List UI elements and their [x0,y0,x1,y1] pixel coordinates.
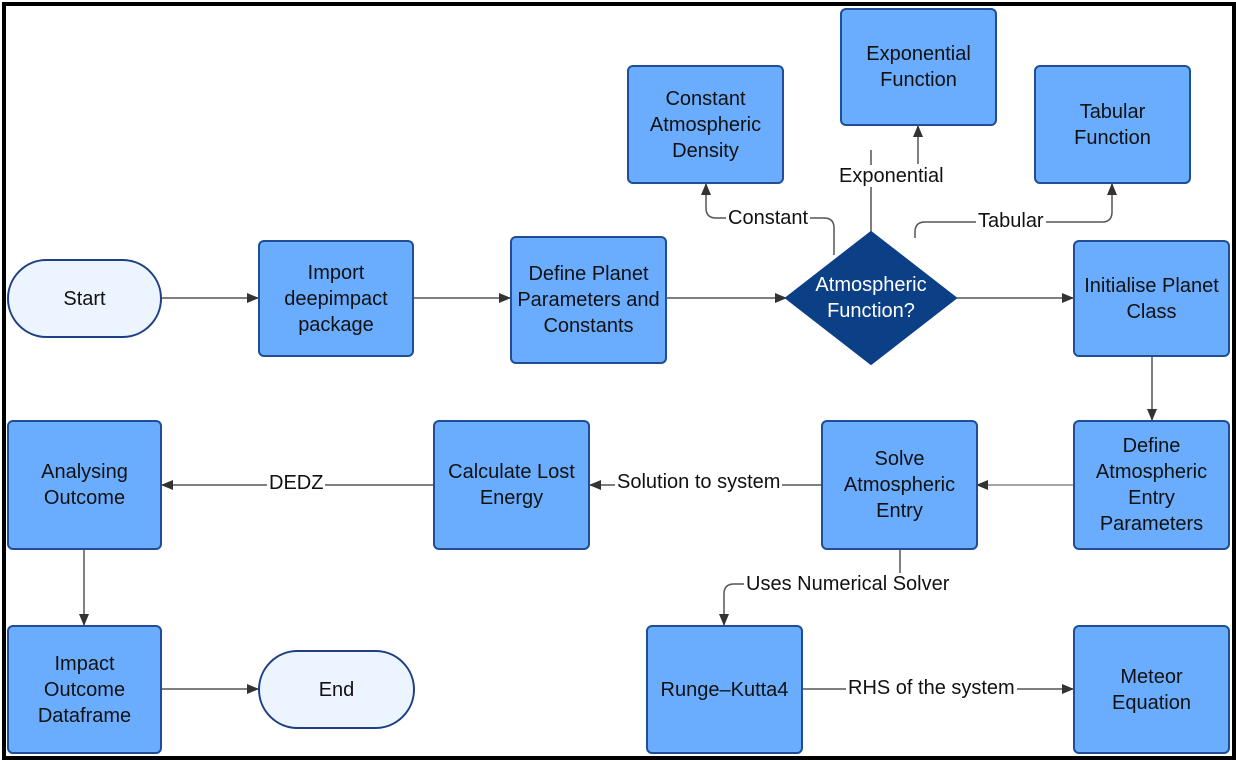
edge-label-constant: Constant [726,207,811,229]
import-package-node: Import deepimpact package [258,240,414,357]
analysing-outcome-node: Analysing Outcome [7,420,162,550]
edge-label-dedz: DEDZ [267,472,326,494]
impact-dataframe-node: Impact Outcome Dataframe [7,625,162,754]
edge-label-numerical-solver: Uses Numerical Solver [744,573,952,595]
solve-entry-node: Solve Atmospheric Entry [821,420,978,550]
end-node: End [258,650,415,729]
exponential-function-node: Exponential Function [840,8,997,126]
tabular-function-node: Tabular Function [1034,65,1191,184]
edge-label-exponential: Exponential [837,165,946,187]
decision-diamond [785,231,957,365]
define-entry-node: Define Atmospheric Entry Parameters [1073,420,1230,550]
runge-kutta-node: Runge–Kutta4 [646,625,803,754]
edge-label-tabular: Tabular [976,210,1046,232]
initialise-planet-node: Initialise Planet Class [1073,240,1230,357]
constant-density-node: Constant Atmospheric Density [627,65,784,184]
define-planet-node: Define Planet Parameters and Constants [510,236,667,364]
meteor-equation-node: Meteor Equation [1073,625,1230,754]
lost-energy-node: Calculate Lost Energy [433,420,590,550]
edge-label-solution: Solution to system [615,471,783,493]
edge-label-rhs: RHS of the system [846,677,1017,699]
atmospheric-function-decision: Atmospheric Function? [815,274,927,322]
start-node: Start [7,259,162,338]
edge-exponential [870,126,918,234]
